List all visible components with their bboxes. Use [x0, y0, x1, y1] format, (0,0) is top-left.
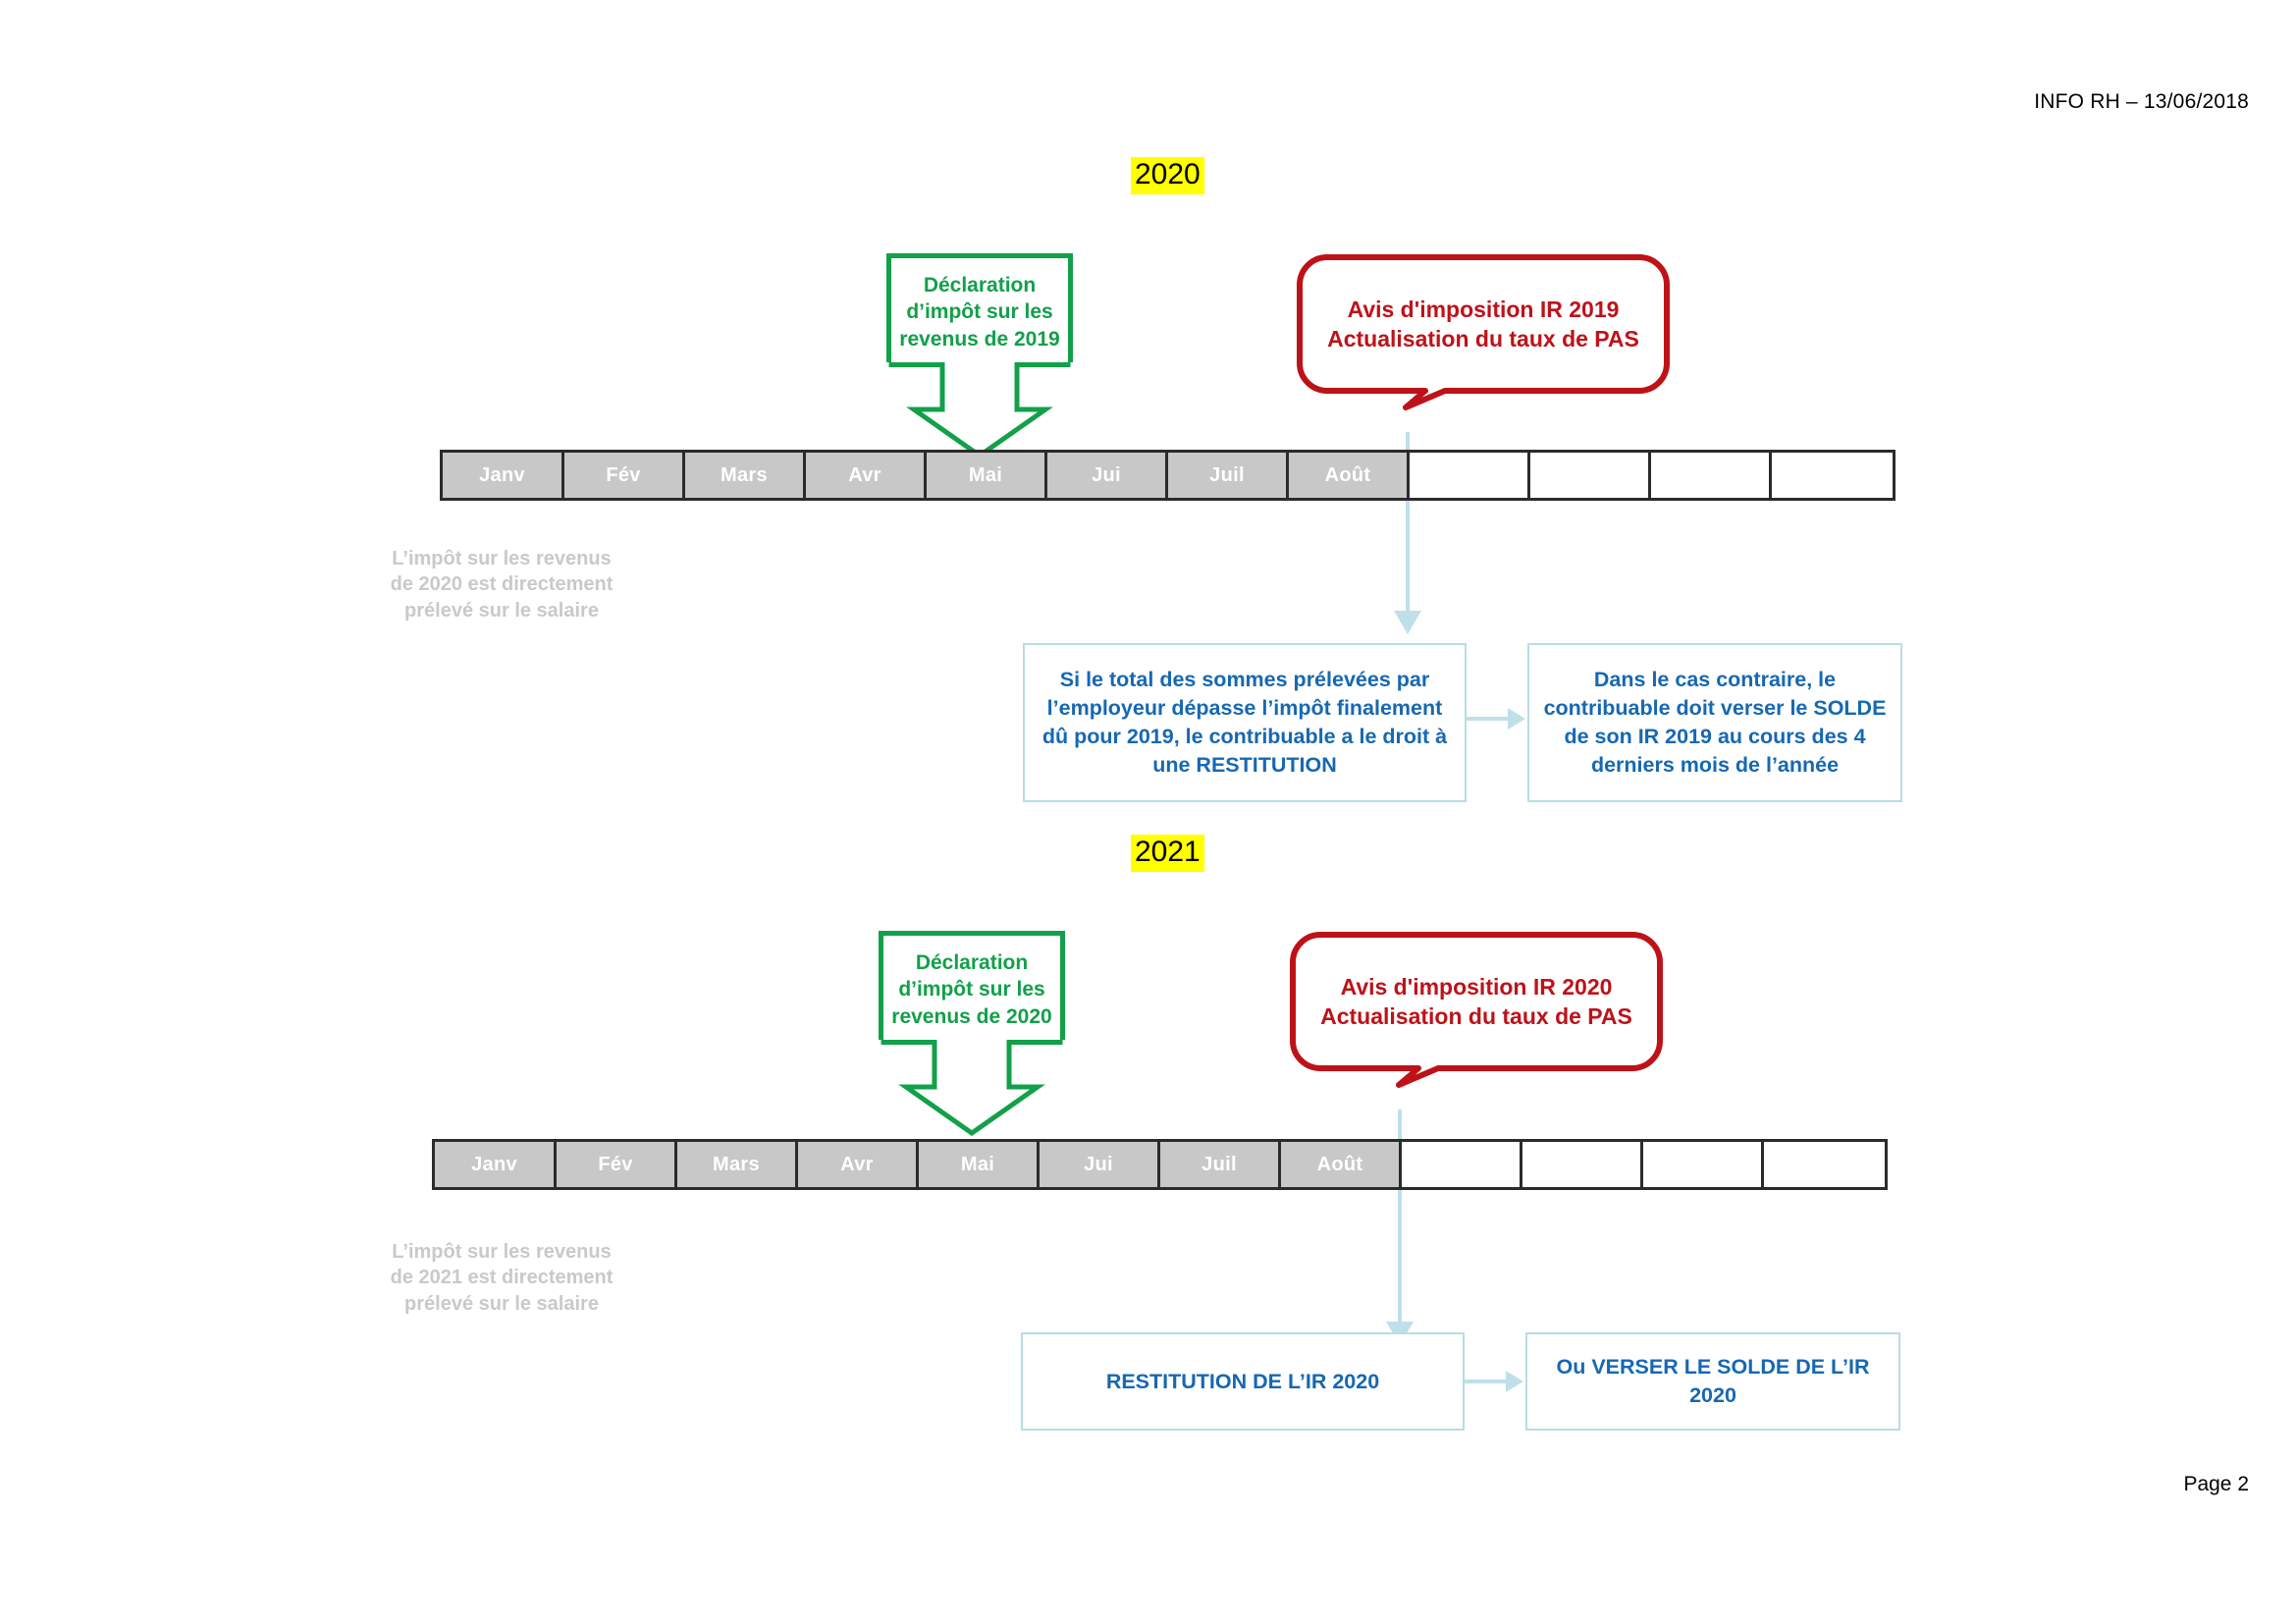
timeline-cell-empty[interactable] — [1522, 1142, 1643, 1187]
timeline-cell-month[interactable]: Janv — [443, 453, 564, 498]
connector-horizontal-2021 — [1465, 1362, 1525, 1401]
speech-bubble-shape — [1290, 932, 1663, 1088]
timeline-cell-empty[interactable] — [1764, 1142, 1885, 1187]
outcome-box-solde-2020[interactable]: Dans le cas contraire, le contribuable d… — [1527, 643, 1902, 802]
timeline-cell-empty[interactable] — [1643, 1142, 1764, 1187]
connector-horizontal-2020 — [1467, 699, 1527, 738]
timeline-cell-empty[interactable] — [1651, 453, 1772, 498]
green-callout-2020: Déclaration d’impôt sur les revenus de 2… — [886, 253, 1073, 459]
timeline-cell-month[interactable]: Janv — [435, 1142, 557, 1187]
timeline-cell-month[interactable]: Juil — [1168, 453, 1289, 498]
outcome-box-restitution-2021[interactable]: RESTITUTION DE L’IR 2020 — [1021, 1332, 1465, 1431]
timeline-cell-empty[interactable] — [1410, 453, 1530, 498]
timeline-cell-month[interactable]: Août — [1281, 1142, 1402, 1187]
timeline-2020: Janv Fév Mars Avr Mai Jui Juil Août — [440, 450, 1896, 501]
timeline-cell-month[interactable]: Juil — [1160, 1142, 1281, 1187]
document-header: INFO RH – 13/06/2018 — [2034, 90, 2249, 113]
timeline-2021: Janv Fév Mars Avr Mai Jui Juil Août — [432, 1139, 1888, 1190]
side-note-2020: L’impôt sur les revenus de 2020 est dire… — [390, 548, 614, 622]
timeline-cell-month[interactable]: Mai — [927, 453, 1047, 498]
timeline-cell-empty[interactable] — [1772, 453, 1893, 498]
green-callout-text: Déclaration d’impôt sur les revenus de 2… — [886, 253, 1073, 362]
red-bubble-2020: Avis d'imposition IR 2019 Actualisation … — [1296, 253, 1671, 410]
timeline-cell-month[interactable]: Jui — [1040, 1142, 1160, 1187]
year-label-2021: 2021 — [1131, 835, 1204, 872]
timeline-cell-empty[interactable] — [1530, 453, 1651, 498]
speech-bubble-shape — [1297, 254, 1670, 410]
red-bubble-text: Avis d'imposition IR 2019 Actualisation … — [1327, 297, 1639, 352]
timeline-cell-month[interactable]: Mars — [685, 453, 806, 498]
timeline-cell-month[interactable]: Mai — [919, 1142, 1040, 1187]
year-label-2020: 2020 — [1131, 157, 1204, 194]
timeline-cell-month[interactable]: Avr — [806, 453, 927, 498]
timeline-cell-month[interactable]: Fév — [564, 453, 685, 498]
page-footer: Page 2 — [2183, 1473, 2249, 1495]
green-callout-text: Déclaration d’impôt sur les revenus de 2… — [879, 931, 1065, 1040]
timeline-cell-month[interactable]: Avr — [798, 1142, 919, 1187]
red-bubble-2021: Avis d'imposition IR 2020 Actualisation … — [1289, 931, 1664, 1088]
timeline-cell-month[interactable]: Août — [1289, 453, 1410, 498]
timeline-cell-month[interactable]: Jui — [1047, 453, 1168, 498]
green-down-arrow-icon — [886, 361, 1073, 459]
timeline-cell-empty[interactable] — [1402, 1142, 1522, 1187]
timeline-cell-month[interactable]: Fév — [557, 1142, 677, 1187]
timeline-cell-month[interactable]: Mars — [677, 1142, 798, 1187]
red-bubble-text: Avis d'imposition IR 2020 Actualisation … — [1320, 974, 1632, 1030]
green-down-arrow-icon — [879, 1039, 1065, 1136]
side-note-2021: L’impôt sur les revenus de 2021 est dire… — [390, 1241, 614, 1315]
green-callout-2021: Déclaration d’impôt sur les revenus de 2… — [879, 931, 1065, 1136]
outcome-box-restitution-2020[interactable]: Si le total des sommes prélevées par l’e… — [1023, 643, 1467, 802]
outcome-box-solde-2021[interactable]: Ou VERSER LE SOLDE DE L’IR 2020 — [1525, 1332, 1900, 1431]
